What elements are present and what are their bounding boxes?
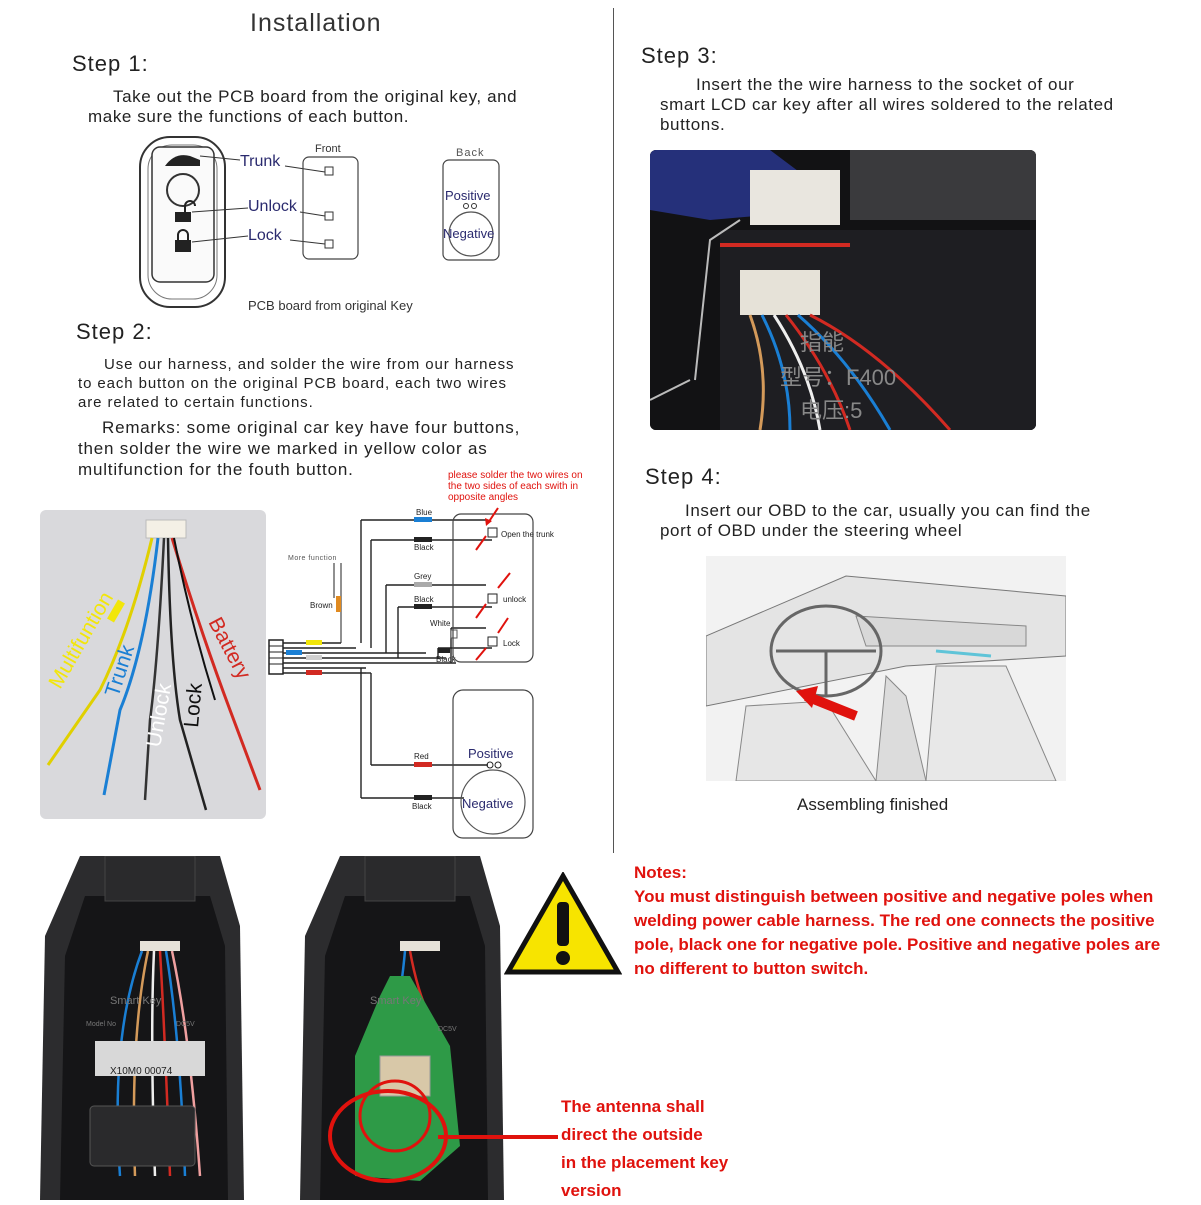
step1-text-2: make sure the functions of each button. xyxy=(88,107,410,126)
unlock-icon xyxy=(175,212,191,222)
step2-heading: Step 2: xyxy=(76,319,153,344)
antenna-leader-line xyxy=(438,1135,558,1139)
key-barcode: X10M0 00074 xyxy=(110,1066,173,1077)
step1-key-diagram: Trunk Unlock Lock Front Back Positive Ne… xyxy=(139,136,500,308)
antenna-highlight-circle xyxy=(358,1079,432,1153)
label-front: Front xyxy=(315,143,341,155)
photo-text-2: 型号：F400 xyxy=(780,365,896,390)
diagram-connector xyxy=(268,639,284,675)
notes-line-3: pole, black one for negative pole. Posit… xyxy=(634,935,1161,954)
step3-text-1: Insert the the wire harness to the socke… xyxy=(696,75,1075,94)
step4-heading: Step 4: xyxy=(645,464,722,489)
logo-circle-icon xyxy=(166,173,200,207)
label-lock-btn: Lock xyxy=(503,639,521,648)
step2-text-2: to each button on the original PCB board… xyxy=(78,375,507,392)
lock-icon xyxy=(175,240,191,252)
key-label-model: Model No xyxy=(86,1021,116,1028)
pcb-key-label-dc5v: DC5V xyxy=(438,1026,457,1033)
label-black-1: Black xyxy=(414,543,435,552)
diagram-note-3: opposite angles xyxy=(448,492,518,503)
pcb-front-outline xyxy=(302,156,359,260)
page-title: Installation xyxy=(250,9,382,37)
photo-text-1: 指能 xyxy=(800,330,844,355)
step4-caption: Assembling finished xyxy=(797,795,949,814)
step2-text-1: Use our harness, and solder the wire fro… xyxy=(104,356,515,373)
wiring-diagram: please solder the two wires on the two s… xyxy=(268,470,583,839)
label-negative: Negative xyxy=(443,226,494,241)
step3-text-3: buttons. xyxy=(660,115,726,134)
step3-photo: 指能 型号：F400 电压:5 xyxy=(650,150,1036,430)
label-back: Back xyxy=(456,147,484,159)
label-red: Red xyxy=(414,752,429,761)
car-interior-illustration xyxy=(706,556,1066,781)
label-unlock-btn: unlock xyxy=(503,595,527,604)
label-trunk: Trunk xyxy=(240,153,281,170)
step3-text: Insert the the wire harness to the socke… xyxy=(660,75,1114,135)
label-black-4: Black xyxy=(412,802,433,811)
socket xyxy=(750,170,840,225)
step2-remarks: Remarks: some original car key have four… xyxy=(78,417,520,480)
diagram-battery-circle xyxy=(460,769,526,835)
notes-block: Notes: You must distinguish between posi… xyxy=(634,861,1160,981)
label-more-function: More function xyxy=(288,555,337,562)
diagram-label-negative: Negative xyxy=(462,796,513,811)
key-label-smart: Smart Key xyxy=(110,995,162,1007)
diagram-label-positive: Positive xyxy=(468,746,514,761)
step1-caption: PCB board from original Key xyxy=(248,298,413,313)
column-divider xyxy=(613,8,614,853)
antenna-line-1: The antenna shall xyxy=(561,1097,705,1116)
notes-line-2: welding power cable harness. The red one… xyxy=(634,911,1155,930)
step3-text-2: smart LCD car key after all wires solder… xyxy=(660,95,1114,114)
notes-title: Notes: xyxy=(634,863,687,882)
step3-heading: Step 3: xyxy=(641,43,718,68)
diagram-note-2: the two sides of each swith in xyxy=(448,481,578,492)
antenna-line-2: direct the outside xyxy=(561,1125,703,1144)
notes-line-1: You must distinguish between positive an… xyxy=(634,887,1154,906)
label-unlock: Unlock xyxy=(248,198,298,215)
label-black-3: Black xyxy=(436,655,457,664)
label-blue: Blue xyxy=(416,508,433,517)
label-white: White xyxy=(430,619,451,628)
step4-text: Insert our OBD to the car, usually you c… xyxy=(660,501,1091,541)
harness-connector xyxy=(145,519,187,539)
car-trunk-icon xyxy=(165,155,200,166)
step2-text: Use our harness, and solder the wire fro… xyxy=(78,355,514,412)
photo-label-unlock: Unlock xyxy=(142,681,176,749)
step2-remark-3: multifunction for the fouth button. xyxy=(78,460,354,479)
key-fob-inner xyxy=(147,144,218,300)
key-photo-pcb: Smart Key DC5V xyxy=(300,856,504,1200)
harness-photo: Multifuntion Trunk Unlock Lock Battery xyxy=(40,510,266,819)
photo-label-battery: Battery xyxy=(204,614,256,684)
pcb-key-label-smart: Smart Key xyxy=(370,995,422,1007)
step1-heading: Step 1: xyxy=(72,51,149,76)
warning-icon xyxy=(504,872,622,975)
battery-circle xyxy=(448,211,494,257)
antenna-note: The antenna shall direct the outside in … xyxy=(561,1093,728,1205)
pcb-back-outline xyxy=(442,159,500,261)
antenna-line-3: in the placement key xyxy=(561,1153,729,1172)
label-positive: Positive xyxy=(445,188,491,203)
label-brown: Brown xyxy=(310,601,333,610)
label-black-2: Black xyxy=(414,595,435,604)
photo-label-lock: Lock xyxy=(180,682,207,729)
label-lock: Lock xyxy=(248,227,283,244)
harness-plug xyxy=(740,270,820,315)
diagram-back-board xyxy=(452,689,534,839)
notes-line-4: no different to button switch. xyxy=(634,959,869,978)
photo-text-3: 电压:5 xyxy=(800,398,862,423)
step4-text-1: Insert our OBD to the car, usually you c… xyxy=(685,501,1091,520)
label-open-trunk: Open the trunk xyxy=(501,530,555,539)
step2-remark-2: then solder the wire we marked in yellow… xyxy=(78,439,488,458)
antenna-line-4: version xyxy=(561,1181,622,1200)
step4-text-2: port of OBD under the steering wheel xyxy=(660,521,963,540)
label-grey: Grey xyxy=(414,572,431,581)
step2-text-3: are related to certain functions. xyxy=(78,394,314,411)
step2-remark-1: Remarks: some original car key have four… xyxy=(102,418,521,437)
key-fob-outline xyxy=(139,136,226,308)
key-label-dc5v: DC5V xyxy=(176,1021,195,1028)
diagram-note-1: please solder the two wires on xyxy=(448,470,583,481)
step1-text-1: Take out the PCB board from the original… xyxy=(113,87,518,106)
key-photo-wired: Smart Key Model No DC5V X10M0 00074 xyxy=(40,856,244,1200)
